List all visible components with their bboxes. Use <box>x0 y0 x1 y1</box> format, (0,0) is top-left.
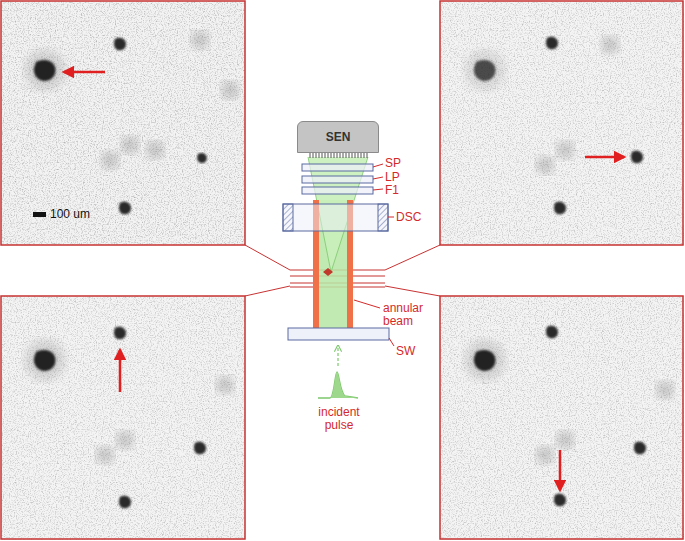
part-label: incident pulse <box>313 406 365 432</box>
part-label: F1 <box>385 184 399 197</box>
image-panel <box>1 296 245 540</box>
sensor-box: SEN <box>297 121 379 153</box>
setup-schematic <box>283 152 394 398</box>
sensor-label: SEN <box>326 130 351 144</box>
part-label: annular beam <box>383 302 431 328</box>
scale-bar-label: 100 um <box>50 208 90 221</box>
part-label: SP <box>385 157 401 170</box>
image-panel <box>440 296 684 540</box>
image-panel <box>440 1 684 245</box>
part-label: DSC <box>396 211 421 224</box>
image-panel <box>1 1 245 245</box>
part-label: LP <box>385 171 400 184</box>
part-label: SW <box>396 345 415 358</box>
